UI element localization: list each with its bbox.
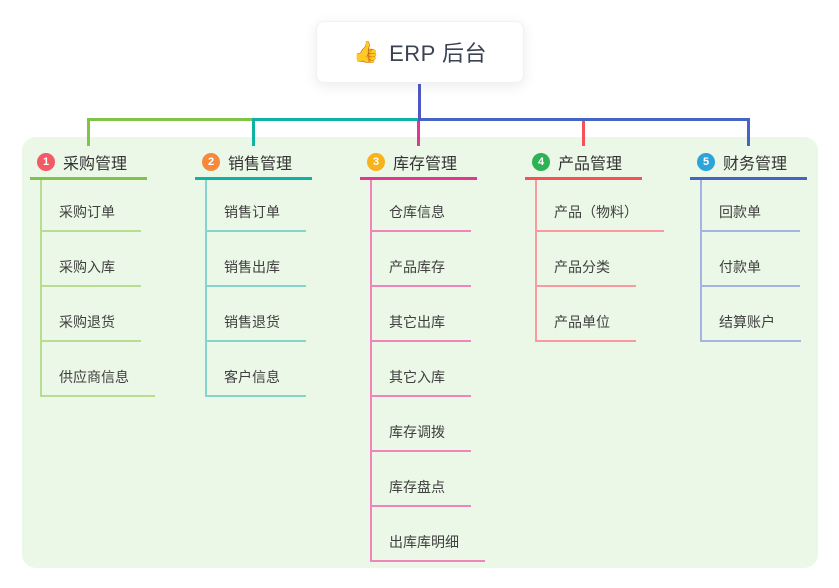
- branch-node[interactable]: 2 销售管理: [195, 150, 355, 174]
- child-node[interactable]: 产品单位: [537, 287, 636, 342]
- branch-node[interactable]: 5 财务管理: [690, 150, 839, 174]
- branch-node[interactable]: 3 库存管理: [360, 150, 520, 174]
- branch-库存管理: 3 库存管理仓库信息产品库存其它出库其它入库库存调拨库存盘点出库库明细: [360, 150, 520, 562]
- child-node[interactable]: 付款单: [702, 232, 800, 287]
- branch-title: 库存管理: [393, 156, 458, 173]
- branch-number-badge: 1: [37, 153, 55, 171]
- branch-children: 仓库信息产品库存其它出库其它入库库存调拨库存盘点出库库明细: [370, 180, 520, 562]
- branch-node[interactable]: 1 采购管理: [30, 150, 190, 174]
- branch-children: 销售订单销售出库销售退货客户信息: [205, 180, 355, 397]
- child-node[interactable]: 结算账户: [702, 287, 801, 342]
- branch-产品管理: 4 产品管理产品（物料）产品分类产品单位: [525, 150, 685, 342]
- branch-title: 采购管理: [63, 156, 128, 173]
- child-node[interactable]: 销售退货: [207, 287, 306, 342]
- branch-number-badge: 3: [367, 153, 385, 171]
- branch-title: 产品管理: [558, 156, 623, 173]
- root-node-label: ERP 后台: [389, 41, 488, 66]
- child-node[interactable]: 产品库存: [372, 232, 471, 287]
- branch-underline: [360, 177, 477, 180]
- child-node[interactable]: 采购入库: [42, 232, 141, 287]
- branches-panel: [22, 137, 818, 568]
- branch-number-badge: 4: [532, 153, 550, 171]
- branch-underline: [525, 177, 642, 180]
- child-node[interactable]: 库存盘点: [372, 452, 471, 507]
- branch-children: 回款单付款单结算账户: [700, 180, 839, 342]
- branch-title: 销售管理: [228, 156, 293, 173]
- child-node[interactable]: 销售出库: [207, 232, 306, 287]
- child-node[interactable]: 产品（物料）: [537, 180, 664, 232]
- thumbs-up-icon: 👍: [352, 40, 380, 64]
- child-node[interactable]: 销售订单: [207, 180, 306, 232]
- branch-underline: [30, 177, 147, 180]
- child-node[interactable]: 供应商信息: [42, 342, 155, 397]
- child-node[interactable]: 采购退货: [42, 287, 141, 342]
- branch-number-badge: 2: [202, 153, 220, 171]
- branch-underline: [195, 177, 312, 180]
- branch-underline: [690, 177, 807, 180]
- child-node[interactable]: 其它入库: [372, 342, 471, 397]
- child-node[interactable]: 仓库信息: [372, 180, 471, 232]
- branch-财务管理: 5 财务管理回款单付款单结算账户: [690, 150, 839, 342]
- branch-children: 产品（物料）产品分类产品单位: [535, 180, 685, 342]
- root-node[interactable]: 👍 ERP 后台: [316, 21, 524, 83]
- child-node[interactable]: 其它出库: [372, 287, 471, 342]
- child-node[interactable]: 出库库明细: [372, 507, 485, 562]
- branch-title: 财务管理: [723, 156, 788, 173]
- branch-采购管理: 1 采购管理采购订单采购入库采购退货供应商信息: [30, 150, 190, 397]
- child-node[interactable]: 客户信息: [207, 342, 306, 397]
- child-node[interactable]: 产品分类: [537, 232, 636, 287]
- branch-销售管理: 2 销售管理销售订单销售出库销售退货客户信息: [195, 150, 355, 397]
- child-node[interactable]: 库存调拨: [372, 397, 471, 452]
- child-node[interactable]: 回款单: [702, 180, 800, 232]
- branch-node[interactable]: 4 产品管理: [525, 150, 685, 174]
- branch-children: 采购订单采购入库采购退货供应商信息: [40, 180, 190, 397]
- child-node[interactable]: 采购订单: [42, 180, 141, 232]
- branch-number-badge: 5: [697, 153, 715, 171]
